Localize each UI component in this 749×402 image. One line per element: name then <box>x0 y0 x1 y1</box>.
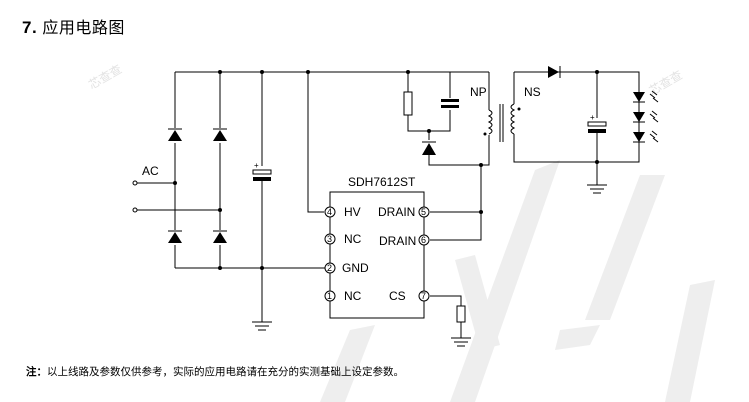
resistor-icon <box>456 305 466 323</box>
section-title: 7. 应用电路图 <box>22 14 125 38</box>
svg-text:2: 2 <box>327 263 332 273</box>
svg-text:+: + <box>590 113 595 122</box>
capacitor-icon <box>441 99 459 108</box>
watermark-background <box>320 160 715 402</box>
svg-text:7: 7 <box>421 291 426 301</box>
output-diode-icon <box>548 66 561 78</box>
footnote-text: 以上线路及参数仅供参考，实际的应用电路请在充分的实测基础上设定参数。 <box>47 366 404 378</box>
svg-text:CS: CS <box>389 289 406 303</box>
ic-pin: 3 NC <box>324 232 362 246</box>
svg-text:5: 5 <box>421 207 426 217</box>
svg-text:6: 6 <box>421 235 426 245</box>
led-icon <box>633 130 659 143</box>
ic-pin: 4 HV <box>324 205 361 219</box>
section-number: 7. <box>22 18 38 37</box>
wires <box>137 71 640 338</box>
svg-text:DRAIN: DRAIN <box>378 205 415 219</box>
led-icon <box>633 90 659 103</box>
diode-icon <box>422 141 436 155</box>
bridge-diode-icon <box>168 128 227 243</box>
svg-text:+: + <box>254 161 259 170</box>
svg-text:DRAIN: DRAIN <box>379 234 416 248</box>
watermark-text: 芯查查 <box>86 62 124 92</box>
ac-terminal <box>132 207 138 213</box>
ic-name: SDH7612ST <box>348 175 416 189</box>
resistor-icon <box>403 91 413 116</box>
ic-pin: 2 GND <box>324 261 369 275</box>
svg-text:HV: HV <box>344 205 361 219</box>
svg-text:NC: NC <box>344 289 362 303</box>
ac-label: AC <box>142 164 159 178</box>
electrolytic-capacitor-icon: + <box>587 113 607 133</box>
svg-text:GND: GND <box>342 261 369 275</box>
transformer-icon <box>483 103 521 142</box>
ac-terminal <box>132 180 138 186</box>
ic-pin: 1 NC <box>324 289 362 303</box>
ic-body <box>329 191 425 319</box>
primary-winding-label: NP <box>470 85 487 99</box>
ground-icon <box>252 184 607 347</box>
footnote-prefix: 注： <box>26 366 47 378</box>
led-icon <box>633 110 659 123</box>
junction-dots <box>173 70 599 270</box>
watermark-text: 芯查查 <box>647 68 685 98</box>
footnote: 注：以上线路及参数仅供参考，实际的应用电路请在充分的实测基础上设定参数。 <box>26 364 404 379</box>
ic-pin: 7 CS <box>389 289 430 303</box>
svg-text:4: 4 <box>327 207 332 217</box>
svg-text:NC: NC <box>344 232 362 246</box>
svg-text:3: 3 <box>327 234 332 244</box>
ic-pin: 5 DRAIN <box>378 205 430 219</box>
section-title-text: 应用电路图 <box>42 18 125 37</box>
secondary-winding-label: NS <box>524 85 541 99</box>
electrolytic-capacitor-icon: + <box>252 161 272 181</box>
ic-pin: 6 DRAIN <box>379 234 430 248</box>
svg-text:1: 1 <box>327 291 332 301</box>
